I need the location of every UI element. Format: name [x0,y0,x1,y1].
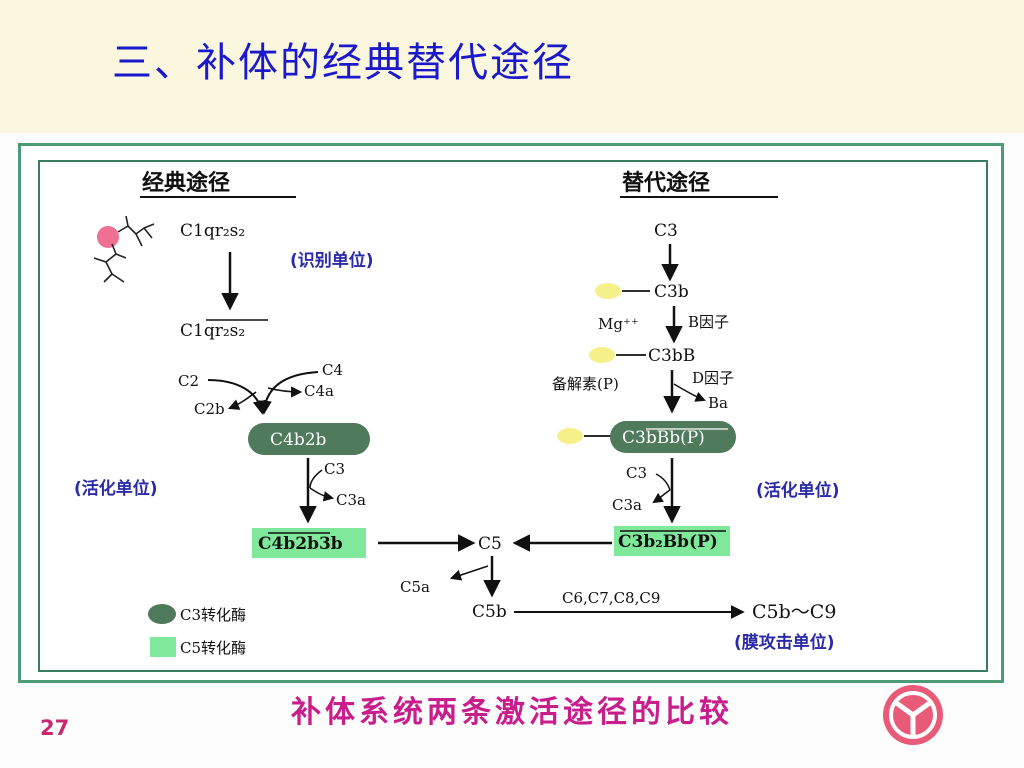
publisher-logo-icon [883,685,943,745]
mac-unit-label: (膜攻击单位) [734,632,835,653]
c1-activated-label: C1qr₂s₂ [180,321,245,341]
page-number: 27 [40,716,70,740]
c4-label: C4 [322,361,343,379]
legend-c5-convertase-label: C5转化酶 [180,639,246,657]
c2-label: C2 [178,372,199,390]
c3bB-label: C3bB [648,346,695,366]
c4a-release-arrow [267,386,303,398]
recognition-unit-label: (识别单位) [290,250,374,271]
classical-c3-label: C3 [324,460,345,478]
late-components-label: C6,C7,C8,C9 [562,589,660,607]
classical-activation-unit-label: (活化单位) [74,478,158,499]
surface-dot-2 [589,347,615,363]
figure-frame-outer [18,143,1004,683]
c5a-release-arrow [449,565,489,581]
c5b-label: C5b [472,602,507,622]
alt-c3-input-line [655,473,671,491]
c4-arrow [257,371,319,415]
properdin-label: 备解素(P) [552,375,619,393]
antibody-icon [93,215,155,283]
recognition-dot [97,226,119,248]
alternative-activation-unit-label: (活化单位) [756,480,840,501]
factor-d-label: D因子 [692,369,734,387]
c4b2b-label: C4b2b [270,430,327,450]
legend-c5-convertase-swatch [150,637,176,657]
ba-label: Ba [708,394,728,412]
classical-heading: 经典途径 [142,170,230,196]
c3b2BbP-label: C3b₂Bb(P) [618,532,718,552]
alternative-heading: 替代途径 [622,170,710,196]
mg-label: Mg⁺⁺ [598,315,639,333]
mac-label: C5b～C9 [752,601,836,623]
alt-c3-label: C3 [654,221,678,241]
classical-c3a-release-arrow [309,487,335,502]
figure-caption: 补体系统两条激活途径的比较 [291,695,733,730]
alt-c3a-release-arrow [652,489,671,504]
c4b2b3b-label: C4b2b3b [258,534,343,554]
alt-c3-input-label: C3 [626,464,647,482]
c2b-release-arrow [227,391,257,410]
figure-frame-inner [38,160,988,672]
c5a-label: C5a [400,578,430,596]
c4b2b-convertase [248,423,370,455]
surface-dot-1 [595,283,621,299]
slide-title: 三、补体的经典替代途径 [112,40,574,86]
classical-c3a-label: C3a [336,491,366,509]
c4a-label: C4a [304,382,334,400]
c3bBbP-label: C3bBb(P) [622,428,705,448]
factor-b-label: B因子 [688,313,729,331]
classical-c3-input-line [309,469,323,489]
alt-c3a-label: C3a [612,496,642,514]
surface-dot-3 [557,428,583,444]
ba-release-arrow [673,383,706,402]
c5-label: C5 [478,534,502,554]
legend-c3-convertase-label: C3转化酶 [180,606,246,624]
c1-label: C1qr₂s₂ [180,221,245,241]
c3b-label: C3b [654,282,689,302]
legend-c3-convertase-swatch [148,604,176,624]
c2b-label: C2b [194,400,225,418]
